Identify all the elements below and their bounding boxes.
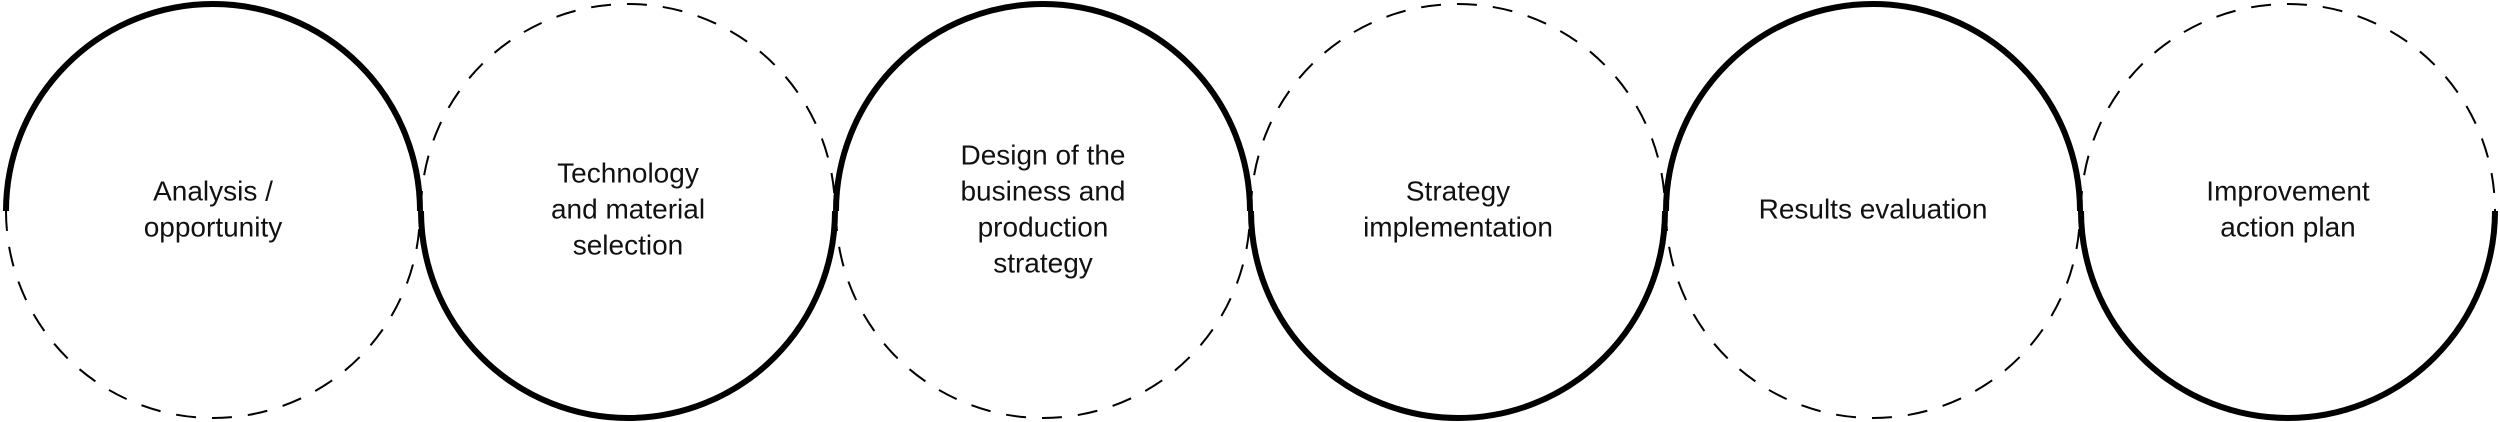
step-2-label-line: selection (573, 229, 684, 260)
step-1-label-line: opportunity (144, 211, 283, 242)
step-2-label-line: Technology (557, 157, 699, 188)
step-5: Results evaluation (1663, 1, 2083, 419)
step-1-label-line: Analysis / (153, 175, 273, 206)
step-1: Analysis / opportunity (3, 1, 423, 419)
step-1-solid-arc (3, 1, 423, 212)
step-3-label-line: Design of the (961, 139, 1126, 170)
step-5-dashed-arc (1665, 210, 2081, 419)
step-6-solid-arc (2078, 210, 2498, 421)
step-6-label-line: action plan (2220, 211, 2355, 242)
step-5-label-line: Results evaluation (1759, 193, 1988, 224)
step-5-label: Results evaluation (1759, 193, 1988, 224)
step-2-label-line: and material (551, 193, 705, 224)
step-4-dashed-arc (1250, 3, 1666, 212)
step-3-label-line: production (978, 211, 1109, 242)
step-6-label: Improvement action plan (2206, 175, 2370, 242)
step-4-solid-arc (1248, 210, 1668, 421)
step-3-solid-arc (833, 1, 1253, 212)
step-4: Strategy implementation (1248, 3, 1668, 421)
step-2-solid-arc (418, 210, 838, 421)
step-4-label-line: Strategy (1406, 175, 1510, 206)
step-5-solid-arc (1663, 1, 2083, 212)
step-3-label-line: business and (960, 175, 1125, 206)
step-2-label: Technology and material selection (551, 157, 705, 260)
step-6-label-line: Improvement (2206, 175, 2370, 206)
step-3: Design of the business and production strat… (833, 1, 1253, 419)
step-1-label: Analysis / opportunity (144, 175, 283, 242)
step-4-label-line: implementation (1363, 211, 1553, 242)
step-3-dashed-arc (835, 210, 1251, 419)
step-6-dashed-arc (2080, 3, 2496, 212)
step-2: Technology and material selection (418, 3, 838, 421)
step-6: Improvement action plan (2078, 3, 2498, 421)
step-4-label: Strategy implementation (1363, 175, 1553, 242)
step-3-label-line: strategy (993, 247, 1093, 278)
step-1-dashed-arc (5, 210, 421, 419)
step-3-label: Design of the business and production strat… (960, 139, 1125, 278)
step-2-dashed-arc (420, 3, 836, 212)
